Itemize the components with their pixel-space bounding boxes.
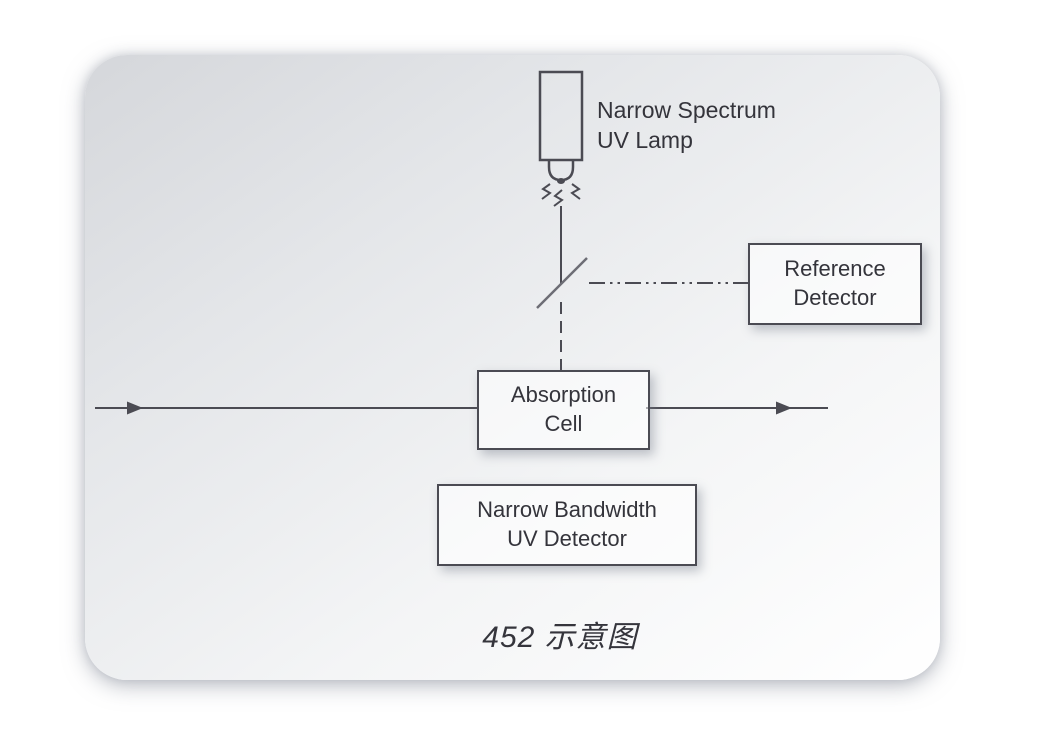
uv-lamp-label: Narrow Spectrum UV Lamp xyxy=(597,95,776,156)
absorption-cell-box: Absorption Cell xyxy=(477,370,650,450)
uv-detector-label-line1: Narrow Bandwidth xyxy=(477,497,657,523)
uv-lamp-label-line2: UV Lamp xyxy=(597,127,693,154)
reference-detector-label-line1: Reference xyxy=(784,256,886,282)
absorption-cell-label-line2: Cell xyxy=(544,411,583,436)
reference-detector-box: Reference Detector xyxy=(748,243,922,325)
absorption-cell-label-line1: Absorption xyxy=(510,382,617,408)
uv-lamp-label-line1: Narrow Spectrum xyxy=(597,97,776,123)
uv-detector-label-line2: UV Detector xyxy=(507,526,627,551)
uv-detector-box: Narrow Bandwidth UV Detector xyxy=(437,484,697,566)
diagram-panel xyxy=(85,55,940,680)
diagram-caption: 452 示意图 xyxy=(482,621,638,654)
reference-detector-label-line2: Detector xyxy=(793,285,877,310)
